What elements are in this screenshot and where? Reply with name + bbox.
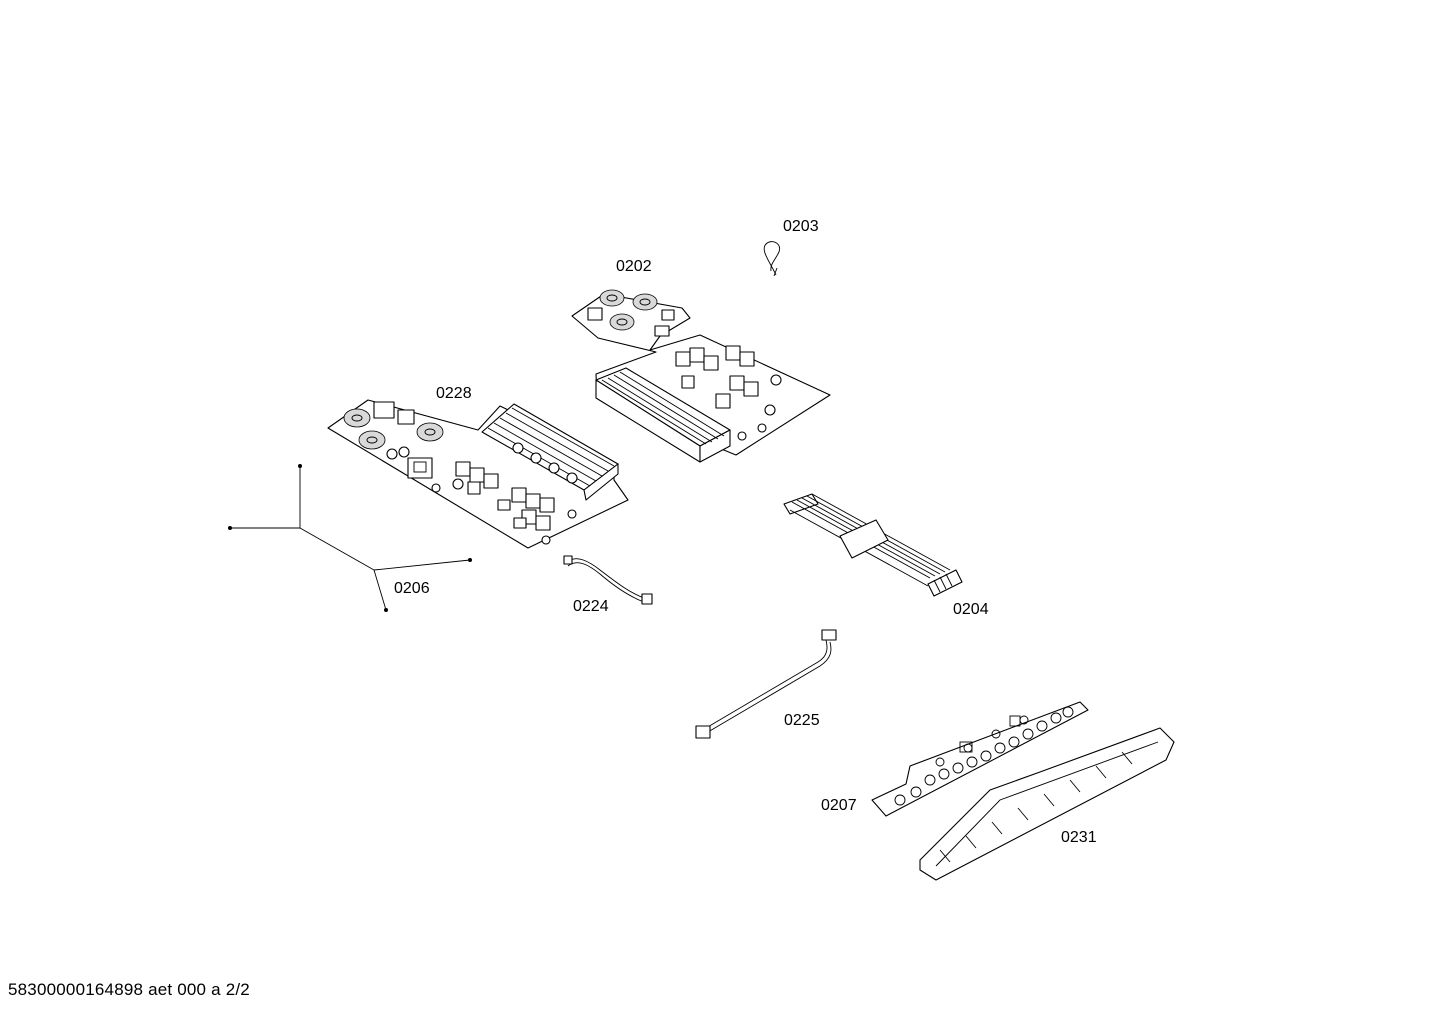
small-cable-part — [563, 555, 653, 605]
board-carrier-part — [919, 727, 1175, 881]
clip-part — [763, 241, 780, 277]
label-0231: 0231 — [1061, 829, 1097, 846]
label-0202: 0202 — [616, 258, 652, 275]
top-board-part — [571, 289, 831, 463]
relay-blocks-top — [675, 345, 782, 441]
label-0228: 0228 — [436, 385, 472, 402]
label-0203: 0203 — [783, 218, 819, 235]
toroid-coils-left — [343, 408, 444, 450]
label-0206: 0206 — [394, 580, 430, 597]
relay-blocks-left — [455, 461, 555, 531]
wire-frame-part — [228, 464, 472, 612]
label-0207: 0207 — [821, 797, 857, 814]
long-cable-part — [695, 629, 837, 739]
label-0204: 0204 — [953, 601, 989, 618]
heatsink-left — [481, 403, 619, 501]
label-0225: 0225 — [784, 712, 820, 729]
toroid-coils-top — [599, 289, 658, 331]
heatsink-top — [595, 367, 731, 463]
document-footer: 58300000164898 aet 000 a 2/2 — [8, 980, 250, 999]
control-board-part — [871, 701, 1089, 817]
label-0224: 0224 — [573, 598, 609, 615]
left-board-part — [327, 399, 629, 549]
ribbon-cable-part — [783, 493, 963, 597]
